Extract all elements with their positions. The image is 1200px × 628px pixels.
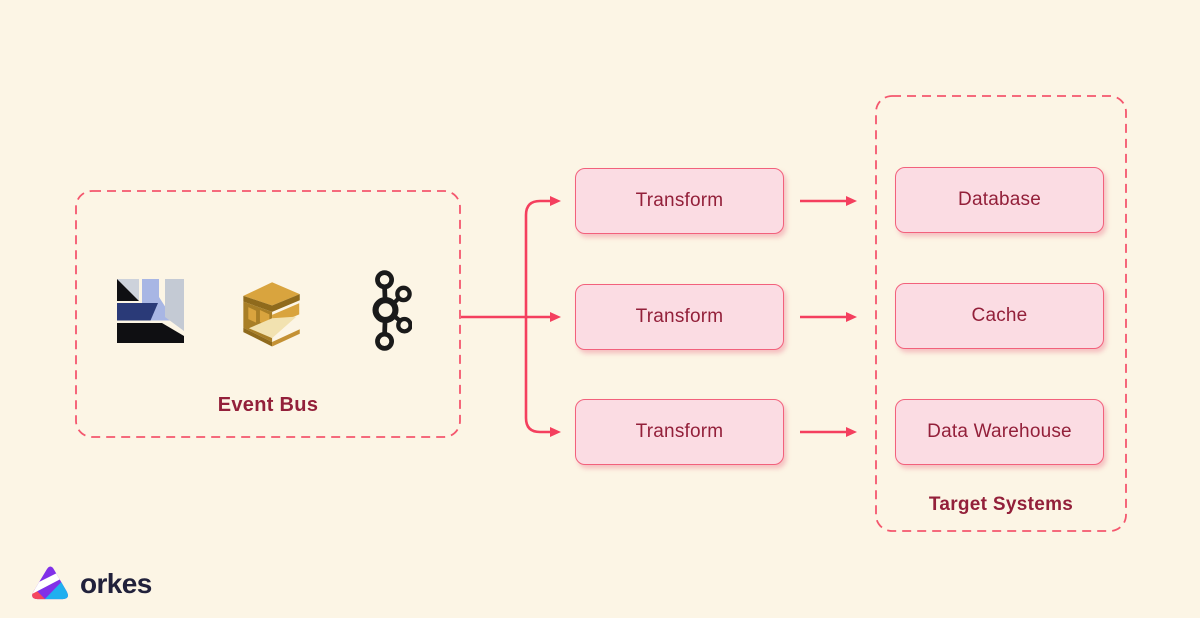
apache-kafka-logo-icon <box>359 267 413 360</box>
data-warehouse-node: Data Warehouse <box>895 399 1104 465</box>
arrow-eventbus-to-transform-1 <box>524 196 561 317</box>
cache-node: Cache <box>895 283 1104 349</box>
aws-sqs-logo-icon <box>236 274 306 352</box>
database-node: Database <box>895 167 1104 233</box>
event-bus-group-border <box>75 190 461 438</box>
cache-node-label: Cache <box>971 305 1028 326</box>
orkes-logo-icon <box>30 565 71 602</box>
database-node-label: Database <box>958 189 1041 210</box>
bottom-white-strip <box>0 618 1200 628</box>
arrow-eventbus-to-transform-3 <box>524 317 561 437</box>
transform-node-2-label: Transform <box>635 306 724 327</box>
target-systems-group-label: Target Systems <box>928 494 1074 515</box>
event-broker-geometric-logo-icon <box>117 277 185 350</box>
target-systems-group-border <box>875 95 1127 532</box>
orkes-wordmark: orkes <box>80 567 152 599</box>
transform-node-2: Transform <box>575 284 784 350</box>
data-warehouse-node-label: Data Warehouse <box>927 421 1072 442</box>
transform-node-3: Transform <box>575 399 784 465</box>
orkes-brand: orkes <box>30 565 152 602</box>
transform-node-1-label: Transform <box>635 190 724 211</box>
event-bus-group-label: Event Bus <box>217 394 319 416</box>
transform-node-3-label: Transform <box>635 421 724 442</box>
transform-node-1: Transform <box>575 168 784 234</box>
